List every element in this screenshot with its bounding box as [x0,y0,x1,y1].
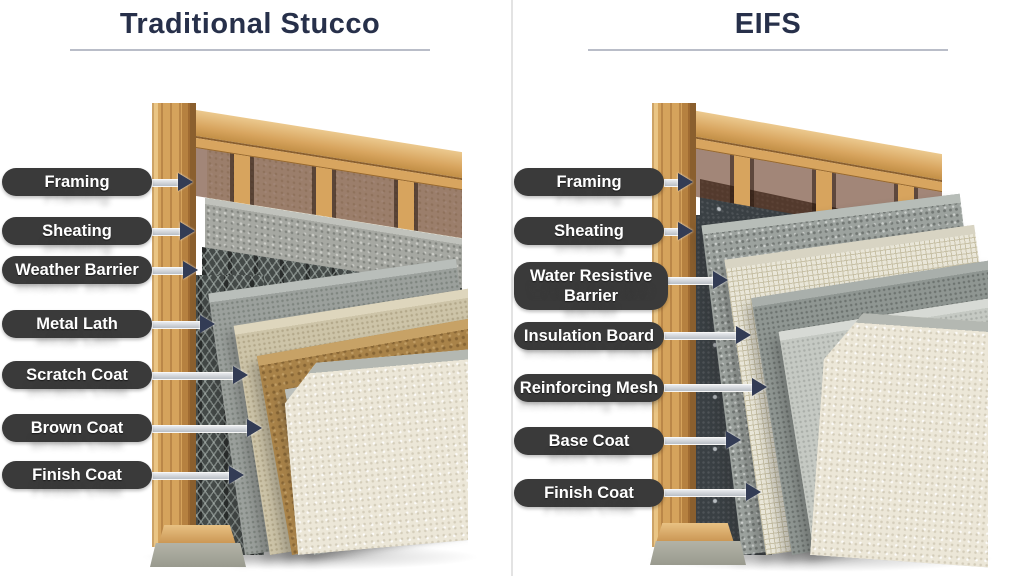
wood-sill [158,525,236,545]
label-text: Sheating [554,222,624,240]
label-pill-reinforcing-mesh: Reinforcing Mesh [514,374,664,402]
arrow-shaft [152,267,185,275]
label-text: Framing [556,173,622,191]
arrow-right-icon [678,222,693,240]
page-title-traditional-stucco: Traditional Stucco [70,8,430,51]
label-text: Insulation Board [523,327,655,345]
arrow-right-icon [183,261,198,279]
label-pill-base-coat: Base Coat [514,427,664,455]
arrow-shaft [664,332,738,340]
label-pill-framing: Framing [514,168,664,196]
arrow-shaft [152,179,180,187]
arrow-shaft [152,372,235,380]
arrow-right-icon [736,326,751,344]
arrow-shaft [152,228,182,236]
arrow-right-icon [746,483,761,501]
label-text: Reinforcing Mesh [519,379,659,397]
arrow-right-icon [752,378,767,396]
arrow-right-icon [200,315,215,333]
label-pill-water-resistive-barrier: Water Resistive Barrier [514,262,668,310]
wood-sill [656,523,734,543]
label-text: Finish Coat [32,466,122,484]
arrow-right-icon [178,173,193,191]
arrow-right-icon [726,431,741,449]
arrow-right-icon [233,366,248,384]
label-text: Brown Coat [30,419,124,437]
label-text: Metal Lath [36,315,118,333]
arrow-right-icon [180,222,195,240]
label-text: Base Coat [548,432,630,450]
layer-finish-coat [810,311,988,574]
arrow-right-icon [247,419,262,437]
arrow-shaft [664,437,728,445]
arrow-shaft [152,425,249,433]
label-text: Sheating [42,222,112,240]
arrow-shaft [664,489,748,497]
arrow-shaft [664,277,715,285]
label-pill-metal-lath: Metal Lath [2,310,152,338]
arrow-right-icon [678,173,693,191]
wall-illustration-traditional-stucco [150,95,468,575]
label-text: Weather Barrier [15,261,139,279]
label-text: Framing [44,173,110,191]
label-pill-insulation-board: Insulation Board [514,322,664,350]
label-text: Water Resistive Barrier [529,267,653,305]
arrow-shaft [152,472,231,480]
page-title-eifs: EIFS [588,8,948,51]
label-pill-weather-barrier: Weather Barrier [2,256,152,284]
label-text: Scratch Coat [26,366,128,384]
arrow-shaft [664,384,754,392]
concrete-footing [650,541,746,565]
center-divider [511,0,513,576]
label-pill-sheating: Sheating [514,217,664,245]
arrow-right-icon [713,271,728,289]
label-pill-finish-coat: Finish Coat [2,461,152,489]
label-pill-finish-coat: Finish Coat [514,479,664,507]
label-pill-sheating: Sheating [2,217,152,245]
arrow-shaft [152,321,202,329]
label-pill-framing: Framing [2,168,152,196]
layer-finish-coat [281,344,468,555]
label-pill-brown-coat: Brown Coat [2,414,152,442]
label-text: Finish Coat [544,484,634,502]
label-pill-scratch-coat: Scratch Coat [2,361,152,389]
concrete-footing [150,543,246,567]
arrow-right-icon [229,466,244,484]
